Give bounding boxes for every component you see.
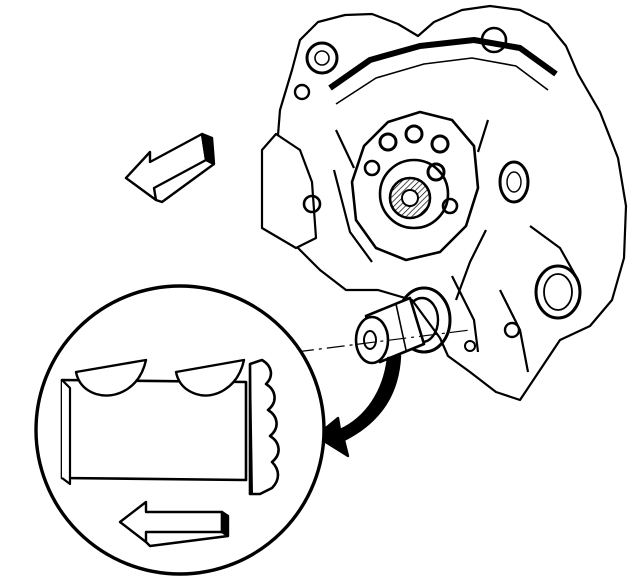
boss-top-right (480, 26, 508, 54)
engine-front-cover (260, 4, 628, 402)
tool-bore (363, 330, 377, 350)
boss-right (498, 160, 530, 204)
curved-arrow-icon (314, 354, 402, 458)
rib (529, 225, 579, 281)
hole-upper-left (293, 83, 311, 101)
detail-view (34, 284, 326, 576)
seal-plate-edge (61, 379, 72, 486)
left-flange (260, 132, 318, 250)
rib (476, 119, 490, 153)
boss-lower (464, 340, 476, 352)
seal-plate (60, 378, 248, 482)
rib (451, 275, 480, 353)
port-lower-right (534, 264, 582, 320)
bolt-hole (426, 162, 446, 182)
rib (335, 129, 355, 169)
arrow-detail-side (220, 510, 230, 538)
bolt-hole (404, 124, 424, 144)
arrow-left-icon (124, 132, 216, 204)
boss-lower (503, 321, 521, 339)
bolt-hole (363, 159, 381, 177)
upper-band (328, 37, 558, 91)
curved-arrow-body (314, 354, 402, 458)
arrow-top-face (124, 132, 208, 202)
notch-right (174, 358, 246, 397)
hub-outer (378, 158, 450, 230)
rib (332, 169, 373, 263)
bolt-hole (378, 132, 398, 152)
notch-left (74, 358, 148, 397)
boss-left (302, 194, 322, 214)
arrow-left-icon (118, 500, 230, 548)
boss-top-left (305, 41, 339, 75)
bolt-hole (430, 134, 450, 154)
bolt-hole (441, 197, 459, 215)
center-line (295, 329, 471, 353)
upper-band-inner (335, 57, 549, 105)
seal-removal-tool (354, 296, 426, 365)
seal-lip (248, 358, 280, 496)
rib (454, 229, 487, 301)
